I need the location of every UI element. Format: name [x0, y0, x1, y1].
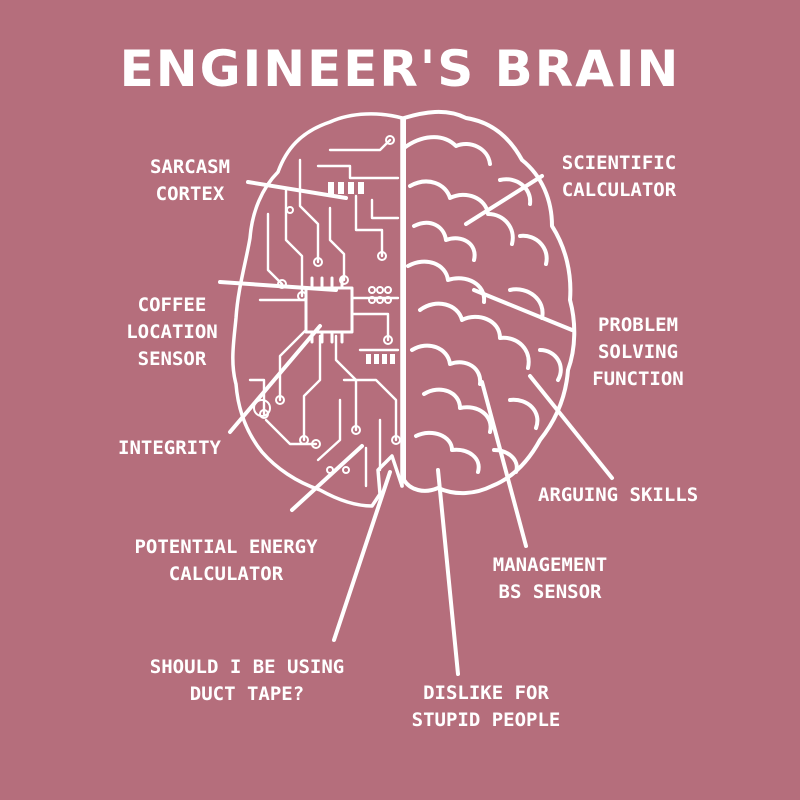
circuit-traces	[248, 138, 400, 488]
organic-hemisphere	[402, 109, 577, 495]
label-integrity: INTEGRITY	[118, 437, 221, 459]
leader-arguing	[528, 374, 614, 480]
leader-management	[480, 380, 528, 548]
label-coffee-location-sensor: COFFEE LOCATION SENSOR	[126, 294, 218, 370]
label-arguing-skills: ARGUING SKILLS	[538, 484, 699, 506]
right-hemisphere-outline	[402, 109, 577, 495]
leader-coffee	[218, 280, 338, 292]
leader-integrity	[228, 324, 322, 434]
circuit-chip	[304, 276, 354, 344]
label-management-bs-sensor: MANAGEMENT BS SENSOR	[492, 554, 608, 603]
leader-sarcasm	[246, 180, 348, 200]
circuit-pads	[328, 182, 395, 364]
leader-problem	[472, 288, 574, 332]
leader-scientific	[464, 174, 544, 226]
label-potential-energy-calculator: POTENTIAL ENERGY CALCULATOR	[134, 536, 318, 585]
leader-dislike	[436, 468, 460, 676]
label-sarcasm-cortex: SARCASM CORTEX	[149, 156, 231, 205]
leader-duct	[332, 470, 392, 642]
poster-title: ENGINEER'S BRAIN	[119, 40, 681, 98]
label-duct-tape: SHOULD I BE USING DUCT TAPE?	[149, 656, 345, 705]
label-scientific-calculator: SCIENTIFIC CALCULATOR	[561, 152, 677, 201]
label-problem-solving-function: PROBLEM SOLVING FUNCTION	[592, 314, 684, 390]
left-hemisphere-outline	[231, 112, 404, 508]
label-dislike-stupid-people: DISLIKE FOR STUPID PEOPLE	[411, 682, 561, 731]
leader-lines	[218, 174, 614, 676]
leader-potential	[290, 444, 364, 512]
